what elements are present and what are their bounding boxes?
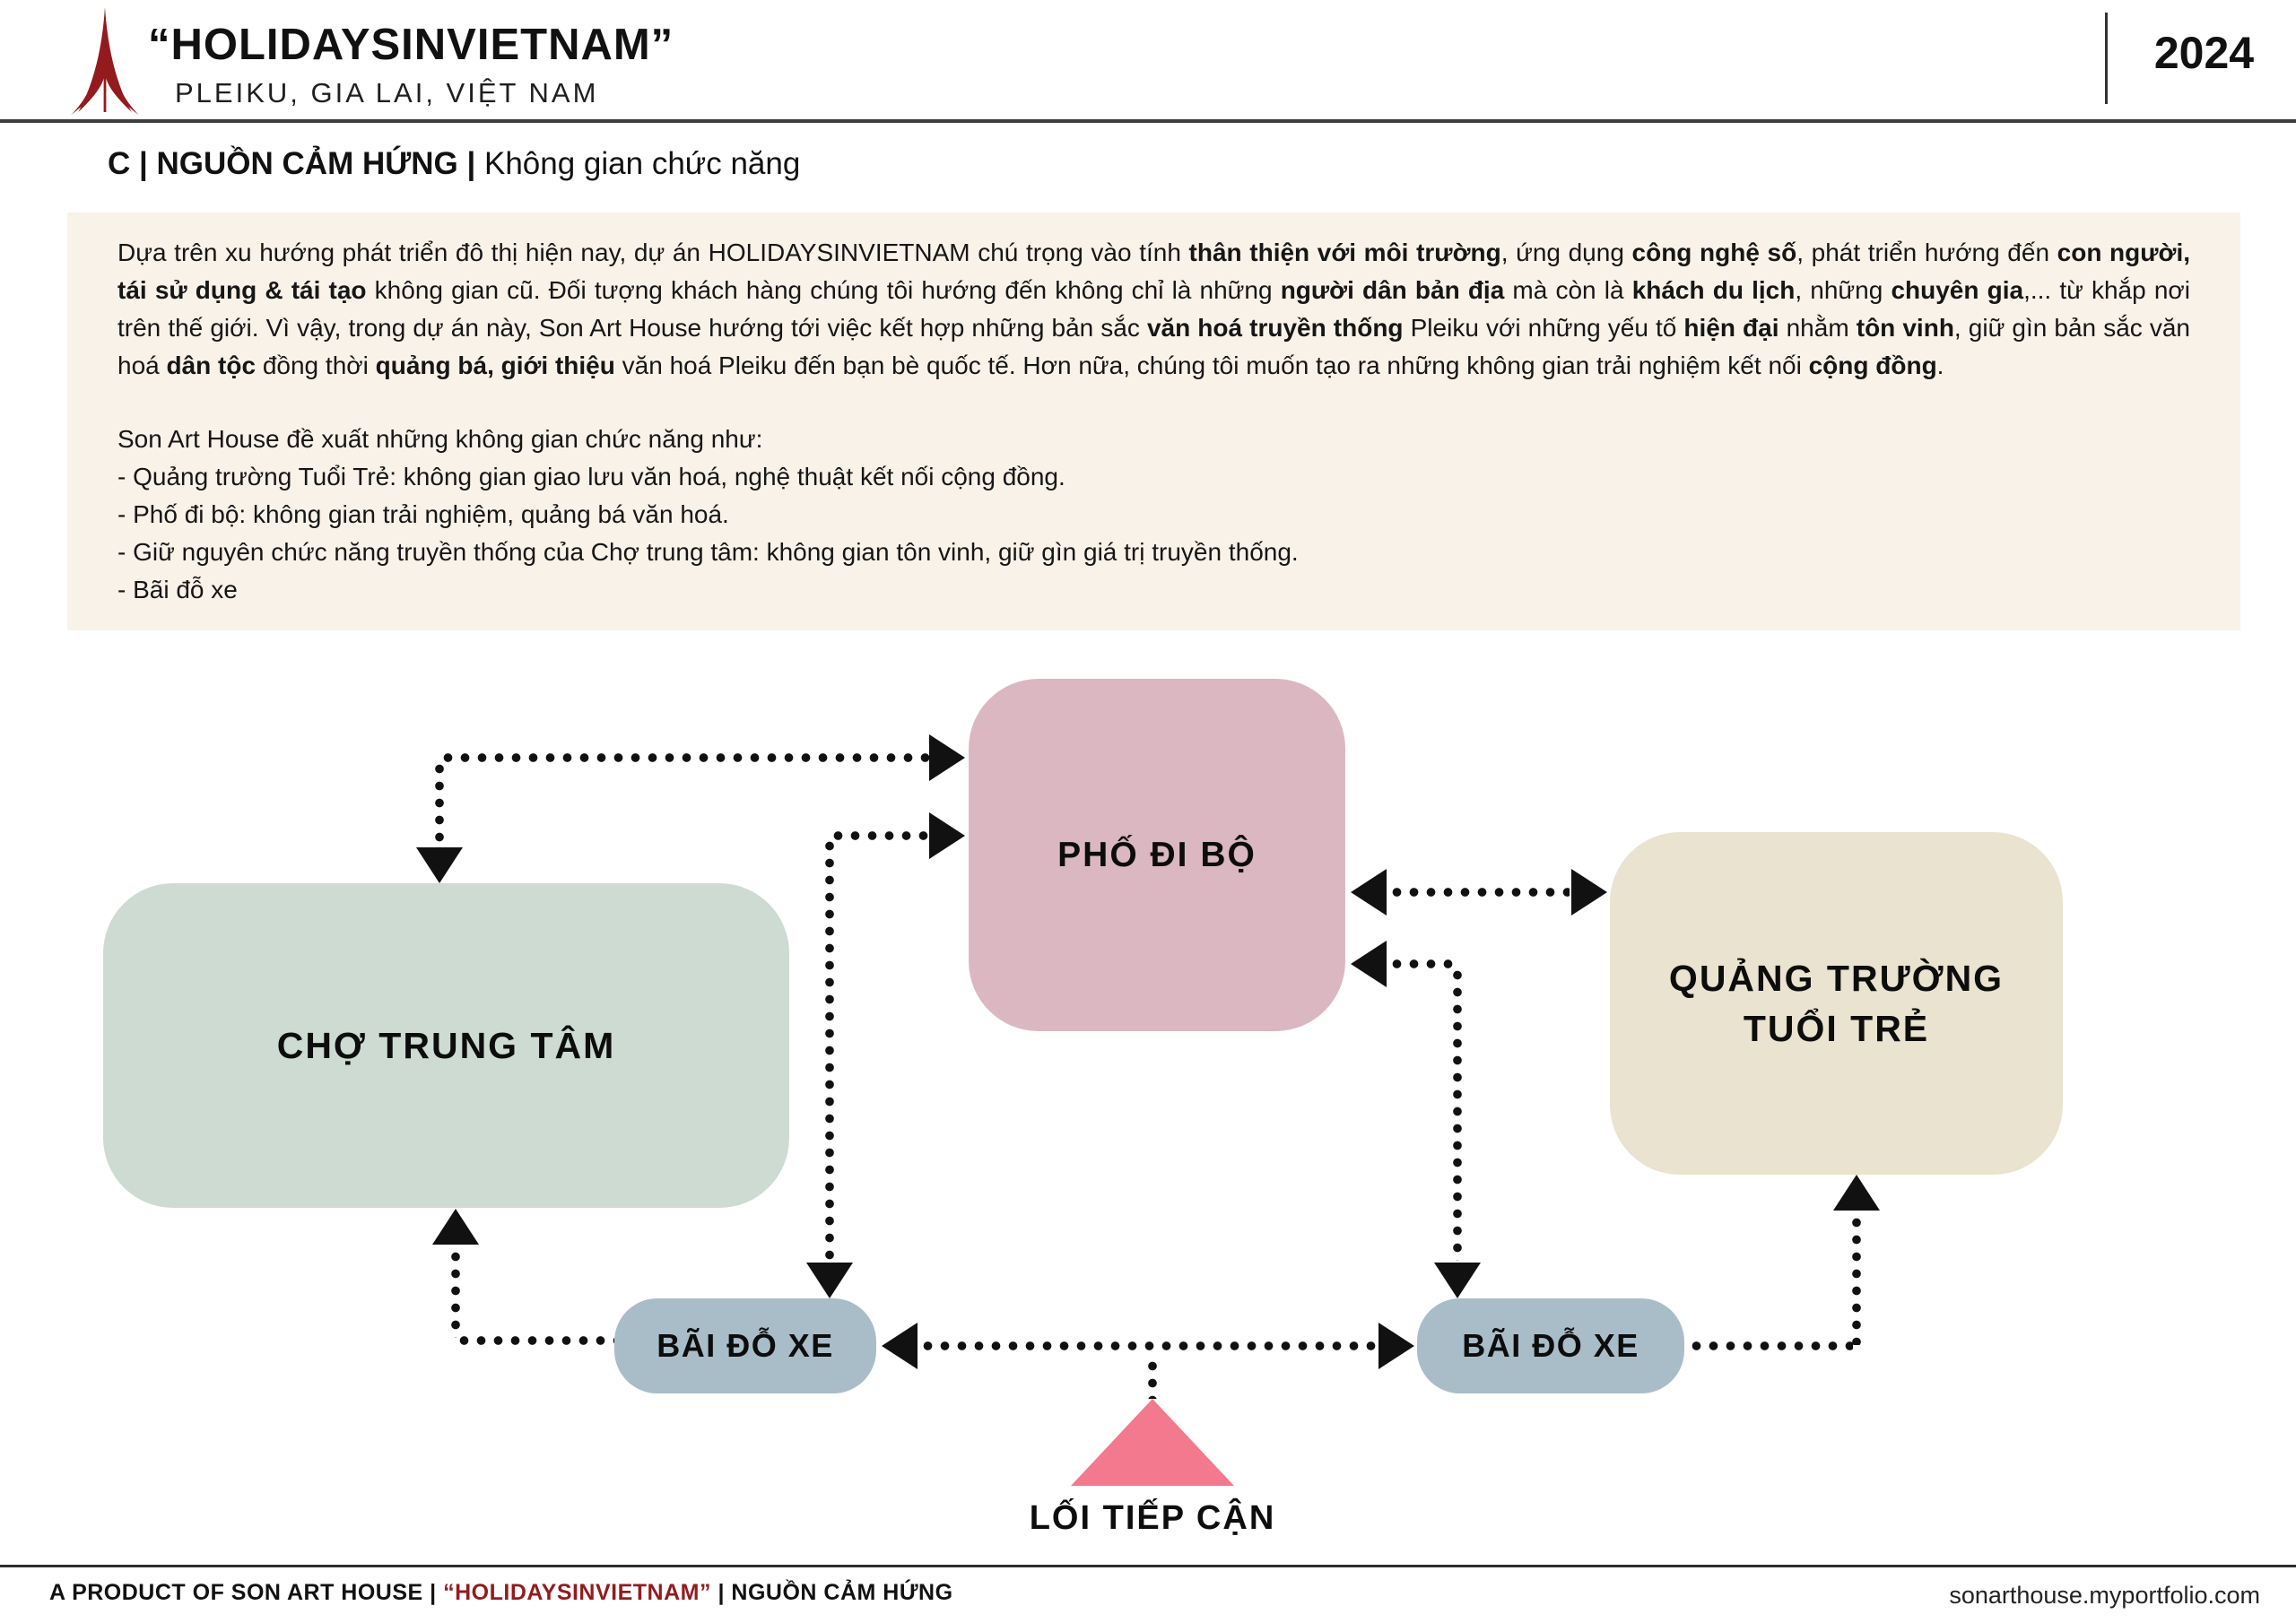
- footer-website: sonarthouse.myportfolio.com: [1949, 1582, 2260, 1609]
- year-label: 2024: [2153, 28, 2255, 78]
- bullet-item: - Phố đi bộ: không gian trải nghiệm, quả…: [117, 500, 729, 528]
- section-title: C | NGUỒN CẢM HỨNG | Không gian chức năn…: [108, 146, 800, 182]
- year-divider: [2105, 13, 2108, 104]
- connector-pho-quang-horizontal: [1388, 888, 1570, 897]
- header-rule: [0, 119, 2296, 123]
- node-bai-do-xe-right: BÃI ĐỖ XE: [1417, 1298, 1684, 1393]
- bullet-item: - Quảng trường Tuổi Trẻ: không gian giao…: [117, 463, 1065, 490]
- proposal-heading: Son Art House đề xuất những không gian c…: [117, 425, 763, 453]
- intro-block: Dựa trên xu hướng phát triển đô thị hiện…: [67, 213, 2240, 630]
- connector-pho-bairight-horizontal: [1388, 959, 1460, 968]
- arrowhead-into-cho-top: [416, 847, 463, 883]
- arrowhead-into-pho-top: [929, 734, 965, 781]
- connector-cho-pho-horizontal: [439, 753, 929, 762]
- footer-credit-prefix: A PRODUCT OF SON ART HOUSE |: [49, 1580, 444, 1605]
- node-pho-di-bo: PHỐ ĐI BỘ: [969, 679, 1345, 1031]
- pleiku-tower-logo-icon: [71, 7, 139, 116]
- node-quang-truong-tuoi-tre: QUẢNG TRƯỜNG TUỔI TRẺ: [1610, 832, 2063, 1175]
- footer-credit-suffix: | NGUỒN CẢM HỨNG: [711, 1580, 953, 1605]
- arrowhead-into-baileft-top: [806, 1263, 853, 1298]
- page-subtitle: PLEIKU, GIA LAI, VIỆT NAM: [175, 77, 599, 108]
- page-title: “HOLIDAYSINVIETNAM”: [148, 21, 674, 69]
- arrowhead-into-quang-bottom: [1833, 1175, 1880, 1211]
- bullet-item: - Bãi đỗ xe: [117, 576, 238, 603]
- connector-pho-bairight-vertical: [1453, 967, 1462, 1261]
- arrowhead-into-baileft-right: [882, 1323, 918, 1369]
- connector-baileft-cho-horizontal: [456, 1336, 614, 1345]
- connector-bai-bai-horizontal: [919, 1341, 1377, 1350]
- connector-bairight-quang-vertical: [1852, 1214, 1861, 1345]
- proposal-bullet-list: - Quảng trường Tuổi Trẻ: không gian giao…: [117, 458, 2190, 609]
- arrowhead-into-quang-left: [1571, 869, 1607, 916]
- footer-credit: A PRODUCT OF SON ART HOUSE | “HOLIDAYSIN…: [49, 1580, 953, 1606]
- access-label: LỐI TIẾP CẬN: [1029, 1499, 1276, 1537]
- connector-access-vertical: [1148, 1358, 1157, 1399]
- connector-pho-baileft-horizontal: [830, 831, 929, 840]
- arrowhead-into-pho-lower: [929, 812, 965, 859]
- connector-pho-bail和eft-vertical: [825, 838, 834, 1261]
- footer-credit-brand: “HOLIDAYSINVIETNAM”: [443, 1580, 711, 1605]
- access-triangle-icon: [1071, 1399, 1234, 1486]
- node-bai-do-xe-left: BÃI ĐỖ XE: [614, 1298, 876, 1393]
- arrowhead-into-bairight-left: [1378, 1323, 1414, 1369]
- arrowhead-into-cho-bottom: [432, 1209, 479, 1245]
- connector-baileft-cho-vertical: [451, 1248, 460, 1338]
- footer-rule: [0, 1565, 2296, 1567]
- connector-bairight-quang-horizontal: [1688, 1341, 1853, 1350]
- arrowhead-into-pho-right-lower: [1351, 941, 1387, 987]
- arrowhead-into-bairight-top: [1434, 1263, 1481, 1298]
- bullet-item: - Giữ nguyên chức năng truyền thống của …: [117, 538, 1299, 566]
- section-title-name: Không gian chức năng: [484, 146, 801, 181]
- intro-paragraph: Dựa trên xu hướng phát triển đô thị hiện…: [117, 239, 2191, 379]
- node-cho-trung-tam: CHỢ TRUNG TÂM: [103, 883, 789, 1208]
- arrowhead-into-pho-right: [1351, 869, 1387, 916]
- section-title-prefix: C | NGUỒN CẢM HỨNG |: [108, 146, 484, 181]
- connector-cho-pho-vertical: [435, 760, 444, 848]
